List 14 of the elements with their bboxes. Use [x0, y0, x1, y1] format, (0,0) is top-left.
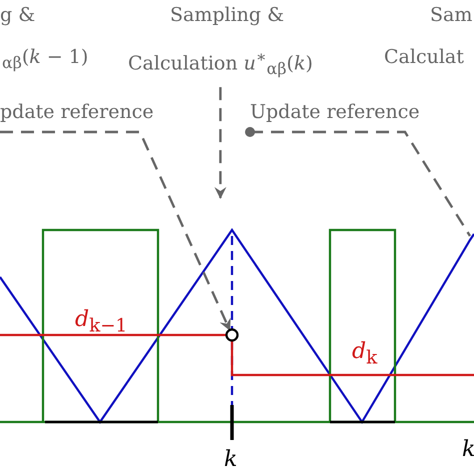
caption-text: Sam [430, 3, 472, 27]
leader-arrow [214, 87, 226, 199]
annotation-text: Update reference [250, 100, 420, 124]
caption-text: g & [0, 3, 36, 27]
annotation-text: pdate reference [0, 100, 154, 124]
duty-cycle-label: d$_{k−1}$ [75, 308, 128, 338]
duty-cycle-label: d$_{k}$ [352, 340, 378, 370]
leader-arrow [0, 130, 231, 331]
caption-text: Sampling & [170, 3, 284, 27]
caption-text: Calculat [384, 45, 464, 69]
axis-tick-label: k [462, 438, 474, 462]
caption-text: $_{αβ}$(k − 1) [2, 45, 88, 74]
axis-tick-label: k [224, 448, 238, 472]
caption-text: Calculation u$^{∗}$$_{αβ}$(k) [128, 46, 313, 80]
